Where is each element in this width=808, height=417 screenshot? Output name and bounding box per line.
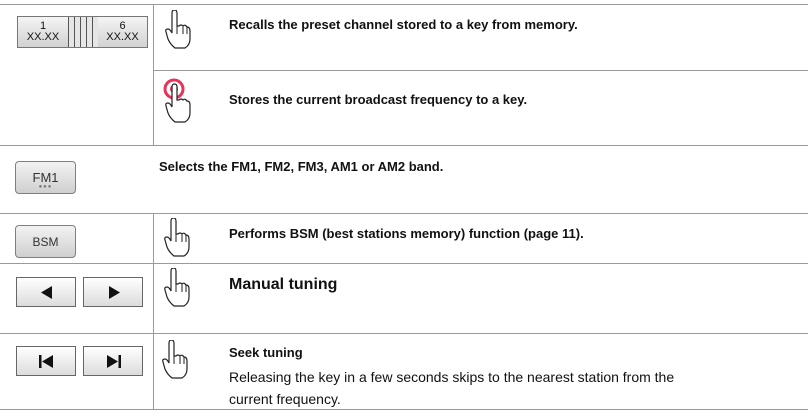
right-arrow-icon [109,286,120,299]
row-description: Recalls the preset channel stored to a k… [229,17,578,32]
skip-forward-icon [107,355,121,368]
column-divider [153,213,154,409]
tune-down-button[interactable] [16,277,76,307]
left-arrow-icon [41,286,52,299]
table-bottom-border [0,409,808,410]
preset-key-stack[interactable] [68,17,98,47]
hand-touch-icon [162,340,188,379]
seek-forward-button[interactable] [83,346,143,376]
preset-key-strip[interactable]: 1 XX.XX 6 XX.XX [17,16,148,48]
row-description-line: current frequency. [229,391,341,407]
row-description-line: Releasing the key in a few seconds skips… [229,369,675,385]
hand-touch-icon [164,268,190,307]
band-button[interactable]: FM1 ●●● [15,161,76,194]
table-top-border [0,4,808,5]
row-divider [0,263,808,264]
preset-number: 1 [39,20,47,32]
bsm-label: BSM [32,235,59,249]
bsm-button[interactable]: BSM [15,225,76,258]
band-label: FM1 [32,170,59,185]
band-indicator-dots: ●●● [38,184,53,190]
hand-touch-icon [164,218,190,257]
row-description: Performs BSM (best stations memory) func… [229,226,584,241]
row-divider [0,145,808,146]
row-divider [0,333,808,334]
hand-touch-icon [165,10,191,49]
preset-frequency: XX.XX [106,31,139,43]
preset-key-1[interactable]: 1 XX.XX [18,17,68,47]
row-description: Manual tuning [229,276,338,293]
tune-up-button[interactable] [83,277,143,307]
column-divider [153,4,154,145]
row-title: Seek tuning [229,345,303,360]
row-divider [0,213,808,214]
row-description: Stores the current broadcast frequency t… [229,92,528,107]
preset-key-6[interactable]: 6 XX.XX [98,17,147,47]
seek-back-button[interactable] [16,346,76,376]
hand-press-hold-icon [163,78,191,123]
preset-frequency: XX.XX [26,31,60,43]
row-description: Selects the FM1, FM2, FM3, AM1 or AM2 ba… [159,159,444,174]
preset-number: 6 [119,20,126,32]
skip-back-icon [39,355,53,368]
row-divider [153,70,808,71]
